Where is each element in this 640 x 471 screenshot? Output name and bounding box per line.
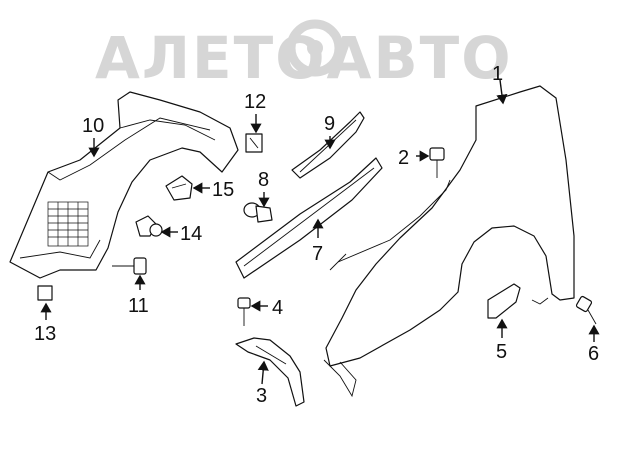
part-inner-fender-liner xyxy=(9,91,239,279)
callout-5: 5 xyxy=(496,341,507,363)
leader-lines xyxy=(40,79,600,385)
callout-2: 2 xyxy=(398,147,409,169)
watermark-text: АЛЕТОАВТО xyxy=(95,24,513,92)
callout-11: 11 xyxy=(128,295,149,317)
part-push-clip-14 xyxy=(135,215,163,237)
callout-labels: 1 2 3 4 5 6 7 8 9 10 11 12 13 14 15 xyxy=(34,63,599,407)
part-bracket-5 xyxy=(487,283,521,319)
callout-10: 10 xyxy=(82,115,104,137)
leader-1 xyxy=(496,79,508,105)
watermark-gear-icon xyxy=(286,19,344,77)
callout-3: 3 xyxy=(256,385,267,407)
part-bolt-6 xyxy=(575,295,597,325)
callout-7: 7 xyxy=(312,243,323,265)
part-bolt-4 xyxy=(237,297,251,326)
part-clip-13 xyxy=(37,285,53,301)
part-lower-bracket-3 xyxy=(235,337,305,407)
part-front-fender xyxy=(323,85,575,398)
leader-3 xyxy=(257,360,269,385)
callout-9: 9 xyxy=(324,113,335,135)
callout-15: 15 xyxy=(212,179,234,201)
watermark: АЛЕТОАВТО xyxy=(95,19,513,92)
part-clip-nut-12 xyxy=(245,133,263,153)
part-seal-7 xyxy=(235,157,383,279)
callout-4: 4 xyxy=(272,297,283,319)
callout-13: 13 xyxy=(34,323,56,345)
callout-14: 14 xyxy=(180,223,202,245)
liner-vent-grid xyxy=(47,201,89,247)
callout-12: 12 xyxy=(244,91,266,113)
callout-1: 1 xyxy=(492,63,503,85)
part-bolt-2 xyxy=(429,147,445,178)
callout-8: 8 xyxy=(258,169,269,191)
part-grommet-8 xyxy=(243,202,273,223)
part-bolt-11 xyxy=(112,257,147,275)
callout-6: 6 xyxy=(588,343,599,365)
part-clip-15 xyxy=(165,175,193,201)
